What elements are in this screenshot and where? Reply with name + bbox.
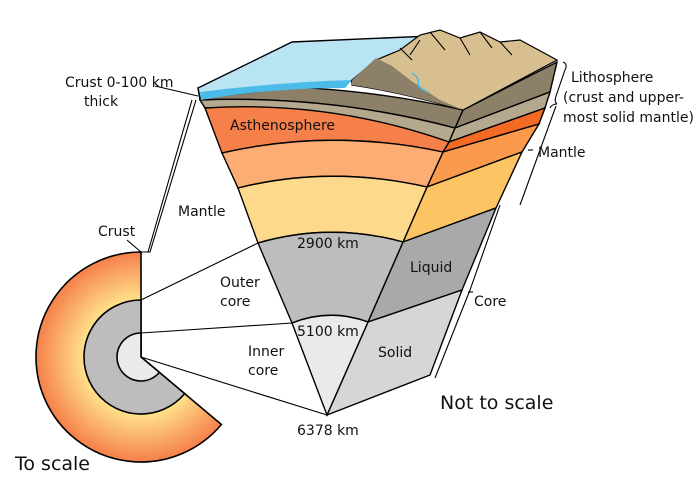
liquid-label: Liquid (410, 260, 452, 276)
mantle-left-label: Mantle (178, 204, 226, 220)
inner-core-label-1: Inner (248, 344, 284, 360)
lithosphere-desc-2: most solid mantle) (563, 110, 694, 126)
crust-thickness-label: Crust 0-100 km (65, 75, 174, 91)
core-right-label: Core (474, 294, 506, 310)
inner-core-label-2: core (248, 363, 278, 379)
to-scale-label: To scale (14, 453, 90, 475)
solid-label: Solid (378, 345, 412, 361)
connector-lines (126, 85, 328, 416)
crust-thickness-label-2: thick (84, 94, 119, 110)
outer-core-label-2: core (220, 294, 250, 310)
depth-6378-label: 6378 km (297, 423, 359, 439)
labels: Crust 0-100 km thick Lithosphere (crust … (14, 70, 694, 475)
surface-terrain (197, 29, 559, 111)
brackets (434, 61, 567, 379)
asthenosphere-label: Asthenosphere (230, 118, 335, 134)
block-front-face (197, 85, 464, 417)
crust-label: Crust (98, 224, 136, 240)
depth-5100-label: 5100 km (297, 324, 359, 340)
depth-2900-label: 2900 km (297, 236, 359, 252)
mantle-right-label: Mantle (538, 145, 586, 161)
lithosphere-label: Lithosphere (571, 70, 653, 86)
to-scale-cross-section (35, 251, 223, 463)
outer-core-label-1: Outer (220, 275, 260, 291)
block-right-face (325, 60, 559, 417)
not-to-scale-label: Not to scale (440, 392, 553, 414)
lithosphere-desc-1: (crust and upper- (563, 90, 684, 106)
